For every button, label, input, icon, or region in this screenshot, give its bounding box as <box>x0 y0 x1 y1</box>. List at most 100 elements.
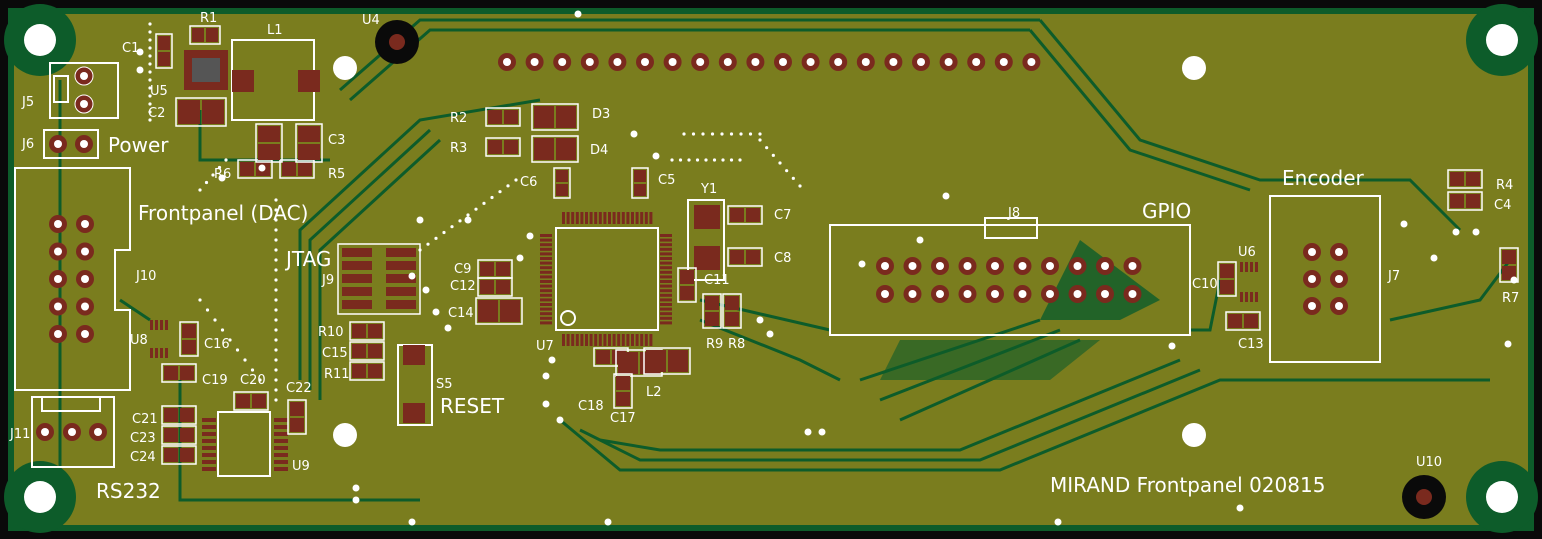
r9 <box>705 312 719 326</box>
via <box>916 236 924 244</box>
keepout-dot <box>721 158 725 162</box>
gpio-pin-hole <box>1073 290 1082 298</box>
u6-pad <box>1255 292 1258 302</box>
ref-r1: R1 <box>200 11 217 26</box>
keepout-dot <box>274 328 278 332</box>
label-encoder: Encoder <box>1282 166 1365 190</box>
keepout-dot <box>729 158 734 162</box>
c6 <box>556 184 568 196</box>
via <box>1400 220 1408 228</box>
c19 <box>180 366 194 380</box>
u8-pad <box>160 320 163 330</box>
u7-pad <box>660 298 672 302</box>
c22-outline <box>287 399 307 435</box>
u7-pad <box>608 212 611 224</box>
ref-j7: J7 <box>1387 269 1400 284</box>
via <box>574 10 582 18</box>
via <box>526 232 534 240</box>
keepout-dot <box>148 46 152 50</box>
gpio-pin-hole <box>908 262 917 270</box>
r4-outline <box>1447 169 1483 189</box>
keepout-dot <box>274 228 278 232</box>
ref-j8: J8 <box>1007 206 1020 221</box>
gpio-pin-hole <box>1018 262 1027 270</box>
gpio-pin-hole <box>936 262 944 270</box>
keepout-dot <box>243 358 247 362</box>
ref-c10: C10 <box>1192 277 1218 292</box>
u7-pad <box>540 234 552 237</box>
ref-c17: C17 <box>610 411 636 426</box>
u7-pad <box>644 334 648 346</box>
u9-pad <box>274 453 288 457</box>
header-pin-hole <box>613 58 622 66</box>
c3a <box>258 126 280 142</box>
c3b-outline <box>295 123 323 163</box>
c24-outline <box>161 445 197 465</box>
j6-outline <box>43 129 99 159</box>
ref-c24: C24 <box>130 450 156 465</box>
c2-outline <box>175 97 227 127</box>
large-pads <box>375 20 1446 519</box>
c23 <box>180 428 194 442</box>
ref-c12: C12 <box>450 279 476 294</box>
u7-pad <box>562 212 565 224</box>
u7-pad <box>608 334 611 346</box>
keepout-dot <box>798 184 802 188</box>
via <box>858 260 866 268</box>
j10-pins <box>49 215 94 343</box>
ref-r8: R8 <box>728 337 745 352</box>
via <box>464 216 472 224</box>
header-pin-hole <box>530 58 539 66</box>
ref-s5: S5 <box>436 377 453 392</box>
u9-outline <box>217 411 271 477</box>
via <box>630 130 638 138</box>
via <box>542 372 550 380</box>
c23-outline <box>161 425 197 445</box>
u9-pad <box>202 418 216 422</box>
via <box>408 272 416 280</box>
c6-outline <box>553 167 571 199</box>
gpio-pin-hole <box>1018 290 1027 298</box>
c10-outline <box>1217 261 1237 297</box>
keepout-dot <box>758 138 762 142</box>
u7-pad <box>644 212 648 224</box>
jtag-pad <box>386 287 416 296</box>
j10-pin-hole <box>81 247 89 256</box>
r6-outline <box>237 159 273 179</box>
ref-c9: C9 <box>454 262 471 277</box>
keepout-dot <box>148 54 152 58</box>
u7-pad <box>603 334 607 346</box>
u7-pad <box>660 247 672 251</box>
r7 <box>1502 250 1516 264</box>
u9-pad <box>202 446 216 450</box>
jtag-pad <box>342 274 372 283</box>
c24 <box>164 448 178 462</box>
c14 <box>478 300 498 322</box>
u7-pad <box>660 303 672 306</box>
ref-r10: R10 <box>318 325 344 340</box>
keepout-dot <box>211 173 215 177</box>
keepout-dot <box>274 218 278 222</box>
u7-pad <box>660 270 672 274</box>
u8-pad <box>155 320 158 330</box>
ref-r4: R4 <box>1496 178 1513 193</box>
u8-pad <box>155 348 158 358</box>
keepout-dot <box>738 158 742 162</box>
label-board-title: MIRAND Frontpanel 020815 <box>1050 473 1325 497</box>
c17 <box>616 376 630 390</box>
ref-r7: R7 <box>1502 291 1519 306</box>
c2 <box>202 100 224 124</box>
keepout-dot <box>274 398 278 402</box>
ref-r11: R11 <box>324 367 350 382</box>
c11-outline <box>677 267 697 303</box>
c13 <box>1244 314 1258 328</box>
u6-pad <box>1245 292 1248 302</box>
keepout-dot <box>701 132 705 136</box>
r8 <box>725 296 739 310</box>
r2-outline <box>485 107 521 127</box>
r1-outline <box>189 25 221 45</box>
j10-pin-hole <box>81 330 89 338</box>
keepout-dot <box>274 238 278 242</box>
j5-outline <box>49 62 119 119</box>
keepout-dot <box>498 190 502 194</box>
